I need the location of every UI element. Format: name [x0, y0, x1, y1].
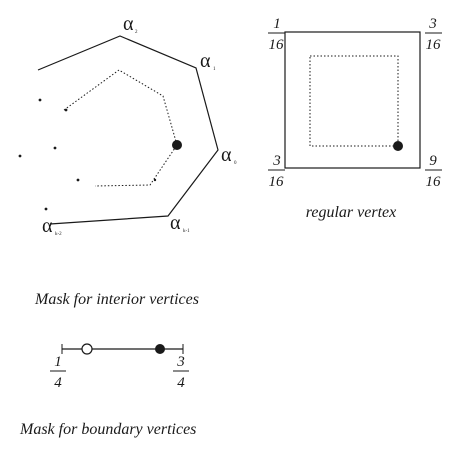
- center-vertex-dot: [172, 140, 182, 150]
- neighbor-dot: [18, 154, 22, 158]
- regular-vertex-dot: [393, 141, 403, 151]
- regular-vertex-caption: regular vertex: [306, 204, 396, 221]
- alpha-label-k-1: α k-1: [170, 212, 190, 234]
- svg-text:α: α: [200, 50, 211, 72]
- svg-text:k-1: k-1: [183, 229, 190, 234]
- svg-text:α: α: [42, 215, 53, 237]
- svg-text:1: 1: [273, 16, 281, 32]
- neighbor-dot: [153, 178, 157, 182]
- svg-text:3: 3: [428, 16, 437, 32]
- svg-text:9: 9: [429, 153, 437, 169]
- svg-text:k-2: k-2: [55, 232, 62, 237]
- alpha-label-k-2: α k-2: [42, 215, 62, 237]
- outer-square: [284, 31, 421, 169]
- svg-text:16: 16: [426, 37, 442, 53]
- weight-top-left: 1 16: [268, 16, 285, 53]
- inner-dotted-polygon: [63, 69, 178, 187]
- svg-text:16: 16: [426, 174, 442, 190]
- svg-text:α: α: [221, 144, 232, 166]
- neighbor-dot: [64, 108, 68, 112]
- svg-text:16: 16: [269, 174, 285, 190]
- svg-text:16: 16: [269, 37, 285, 53]
- weight-bottom-right: 9 16: [425, 153, 442, 190]
- svg-text:3: 3: [176, 354, 185, 370]
- outer-polygon: [37, 35, 219, 225]
- inner-dotted-square: [309, 55, 399, 147]
- weight-top-right: 3 16: [425, 16, 442, 53]
- boundary-open-dot: [81, 343, 93, 355]
- svg-text:4: 4: [177, 375, 185, 391]
- svg-text:4: 4: [54, 375, 62, 391]
- boundary-vertex-mask: 1 4 3 4: [50, 343, 189, 391]
- svg-text:α: α: [170, 212, 181, 234]
- svg-text:α: α: [123, 13, 134, 35]
- boundary-mask-caption: Mask for boundary vertices: [19, 421, 196, 438]
- neighbor-dot: [76, 178, 80, 182]
- alpha-label-1: α 1: [200, 50, 216, 72]
- neighbor-dot: [53, 146, 57, 150]
- neighbor-dots: [18, 98, 157, 211]
- regular-vertex-mask: 1 16 3 16 3 16 9 16 regular vertex: [268, 16, 442, 221]
- svg-text:1: 1: [54, 354, 62, 370]
- neighbor-dot: [38, 98, 42, 102]
- alpha-label-0: α 0: [221, 144, 237, 166]
- boundary-weight-left: 1 4: [50, 354, 66, 391]
- svg-text:1: 1: [213, 67, 216, 72]
- boundary-filled-dot: [155, 344, 165, 354]
- weight-bottom-left: 3 16: [268, 153, 285, 190]
- interior-vertex-mask: α 2 α 1 α 0 α k-1 α k-2: [18, 13, 237, 237]
- svg-text:3: 3: [272, 153, 281, 169]
- svg-text:2: 2: [135, 30, 138, 35]
- neighbor-dot: [44, 207, 48, 211]
- interior-mask-caption: Mask for interior vertices: [34, 291, 199, 308]
- alpha-label-2: α 2: [123, 13, 138, 35]
- svg-text:0: 0: [234, 161, 237, 166]
- boundary-weight-right: 3 4: [173, 354, 189, 391]
